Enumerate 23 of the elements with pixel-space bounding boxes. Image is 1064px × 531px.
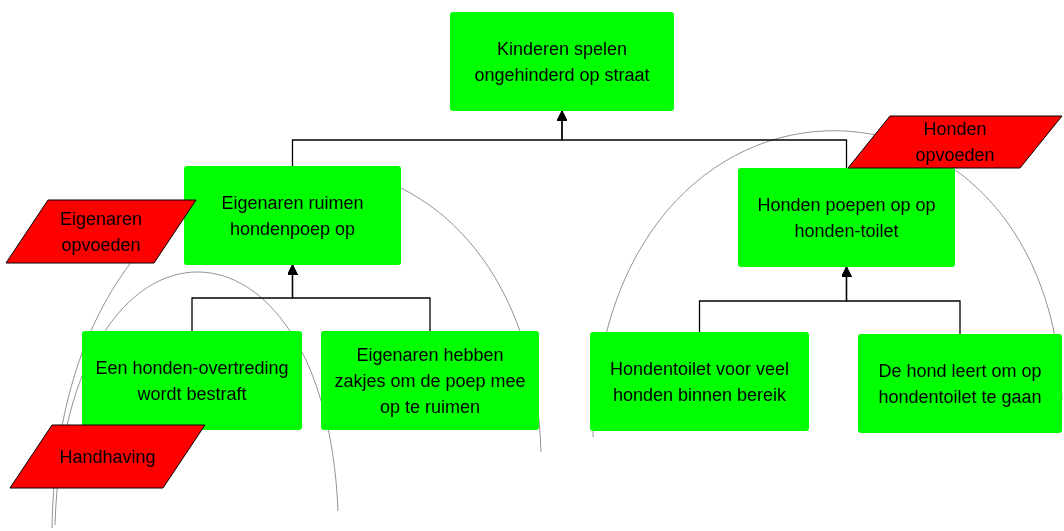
goal-label: Kinderen spelen ongehinderd op straat [473, 37, 651, 87]
measure-label: Eigenaren opvoeden [58, 207, 144, 257]
goal-box [184, 166, 401, 265]
goal-label: Eigenaren hebben zakjes om de poep mee op te ruimen [333, 343, 527, 419]
measure-label: Honden opvoeden [914, 118, 996, 167]
goal-box [321, 331, 539, 430]
goal-box [858, 334, 1062, 433]
goal-box [82, 331, 302, 430]
measure-label: Handhaving [59, 445, 156, 469]
goal-label: Een honden-overtreding wordt bestraft [94, 356, 290, 406]
goal-box [738, 168, 955, 267]
arrow [556, 110, 848, 169]
arrow [287, 264, 431, 332]
goal-box [590, 332, 809, 431]
goal-box [450, 12, 674, 111]
goal-label: De hond leert om op hondentoilet te gaan [877, 359, 1043, 409]
arrow [841, 266, 961, 335]
measure-parallelogram [10, 425, 205, 488]
goal-label: Honden poepen op op honden-toilet [756, 193, 937, 243]
goal-label: Hondentoilet voor veel honden binnen bereik [608, 357, 791, 407]
goal-label: Eigenaren ruimen hondenpoep op [220, 191, 365, 241]
measure-parallelogram [848, 116, 1062, 168]
measure-parallelogram [6, 200, 196, 263]
